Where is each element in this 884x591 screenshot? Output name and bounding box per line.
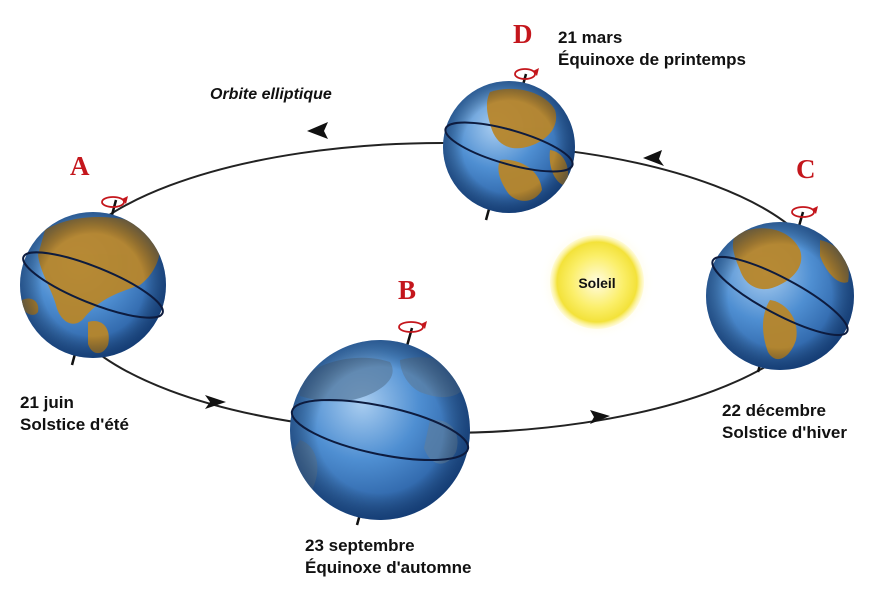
globe-icon — [290, 340, 470, 520]
position-letter-d: D — [513, 19, 533, 49]
equator-ring — [444, 121, 574, 173]
earth-position-a — [20, 196, 166, 366]
rotation-arrow-icon — [514, 68, 539, 80]
position-event-b: Équinoxe d'automne — [305, 558, 472, 577]
position-date-d: 21 mars — [558, 28, 623, 47]
position-letter-a: A — [70, 151, 90, 181]
orbit-direction-arrow-icon — [590, 410, 610, 424]
sun: Soleil — [539, 224, 655, 340]
earth-position-b — [290, 321, 470, 526]
sun-label: Soleil — [578, 275, 615, 291]
equator-ring — [711, 255, 849, 337]
globe-icon — [443, 81, 575, 213]
orbit-direction-arrow-icon — [205, 395, 226, 409]
orbit-direction-arrow-icon — [307, 122, 328, 139]
rotation-arrow-icon — [101, 196, 128, 208]
equator-ring — [22, 251, 164, 319]
position-event-d: Équinoxe de printemps — [558, 50, 746, 69]
globe-icon — [20, 212, 166, 358]
position-event-a: Solstice d'été — [20, 415, 129, 434]
rotation-arrow-icon — [398, 321, 427, 333]
globe-icon — [706, 222, 854, 370]
earth-position-d — [443, 68, 575, 221]
position-letter-b: B — [398, 275, 417, 305]
position-date-b: 23 septembre — [305, 536, 415, 555]
earth-position-c — [706, 206, 854, 373]
orbit-direction-arrow-icon — [643, 150, 664, 166]
position-date-c: 22 décembre — [722, 401, 826, 420]
orbit-title: Orbite elliptique — [210, 86, 332, 103]
rotation-arrow-icon — [791, 206, 818, 218]
position-date-a: 21 juin — [20, 393, 74, 412]
sun-disk — [550, 235, 644, 329]
equator-ring — [290, 398, 470, 462]
position-letter-c: C — [796, 154, 816, 184]
position-event-c: Solstice d'hiver — [722, 423, 847, 442]
